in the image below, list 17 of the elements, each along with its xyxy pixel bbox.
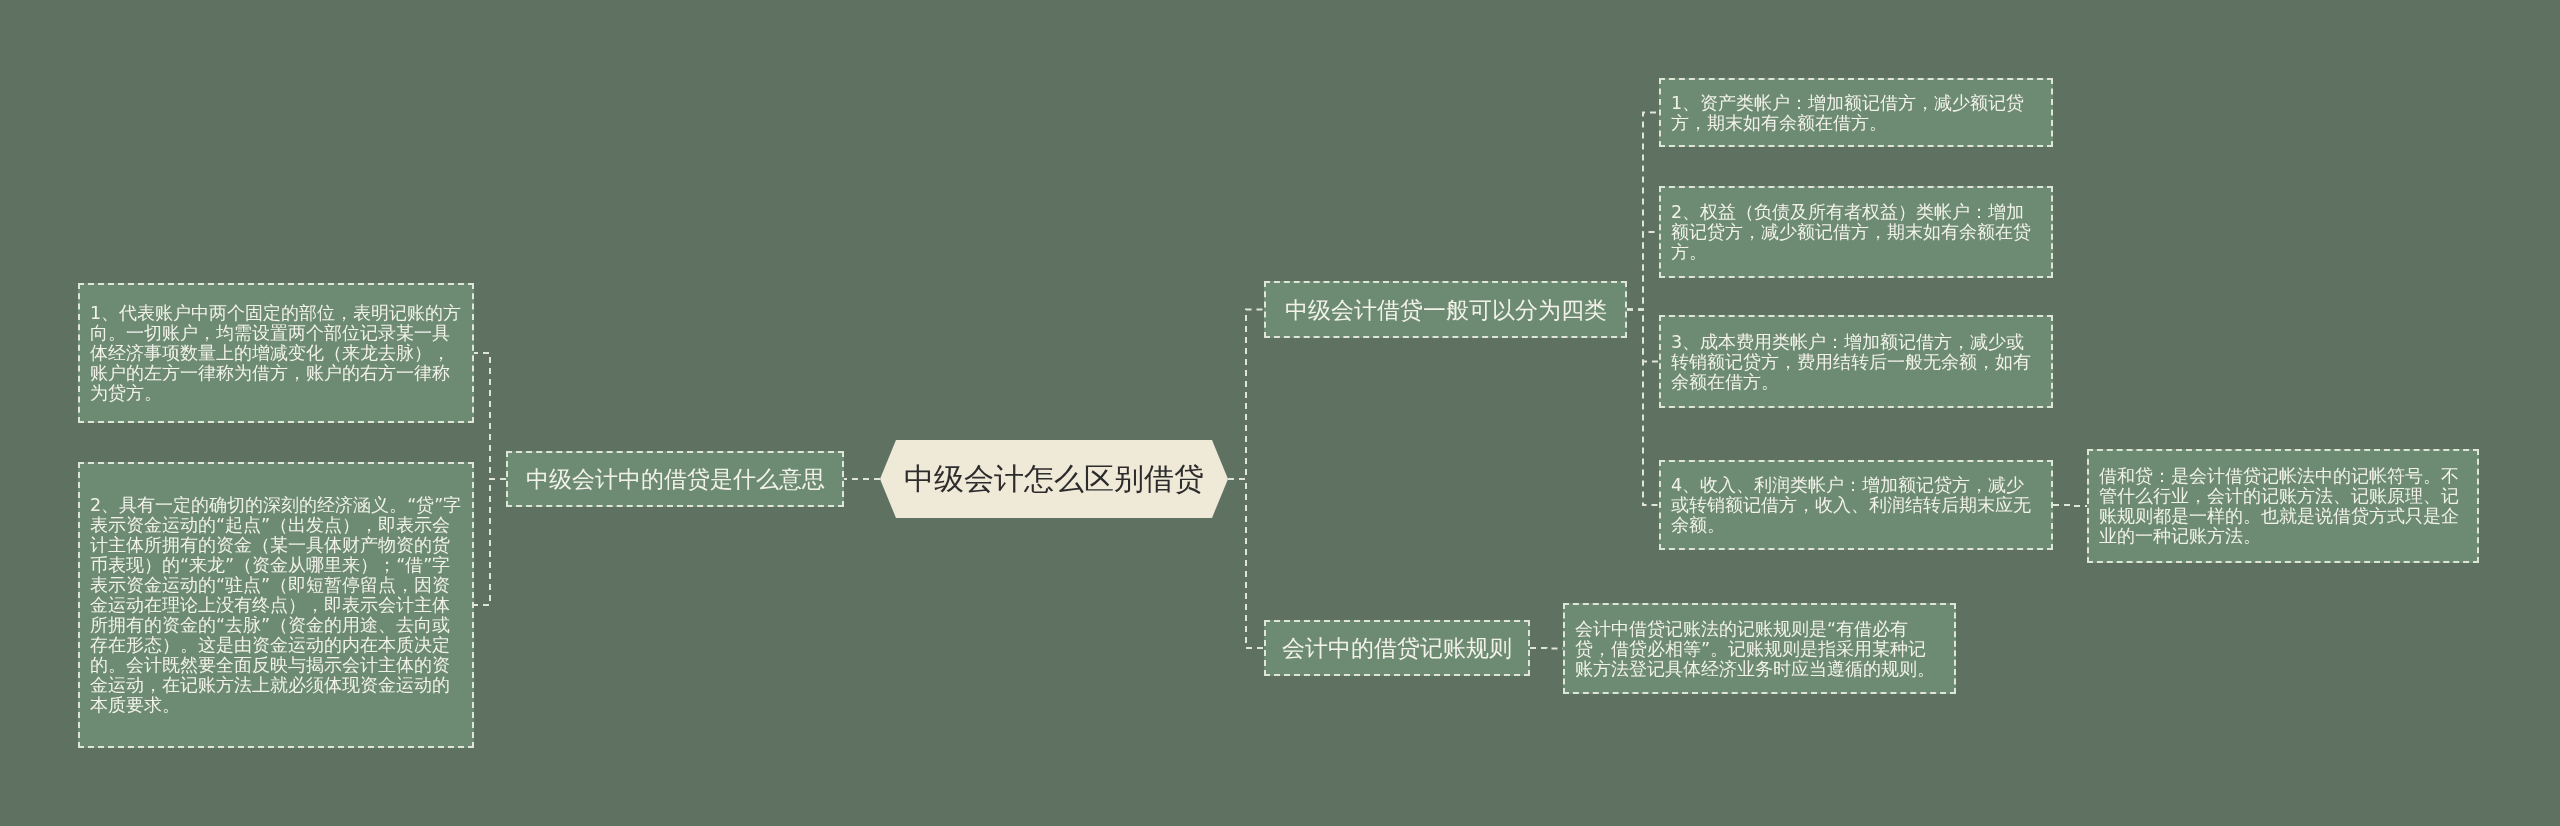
note-box: 2、具有一定的确切的深刻的经济涵义。“贷”字表示资金运动的“起点”（出发点），即表示会计主体所拥有的资金（某一具体财产物资的货币表现）的“来龙”（资金从哪里来）；“借”字表示资金运动的“驻点”（即短暂停留点，因资金运动在理论上没有终点），即表示会计主体所拥有的资金的“去脉”（资金的用途、去向或存在形态）。这是由资金运动的内在本质决定的。会计既然要全面反映与揭示会计主体的资金运动，在记账方法上就必须体现资金运动的本质要求。 bbox=[78, 462, 474, 748]
note-box: 1、代表账户中两个固定的部位，表明记账的方向。一切账户，均需设置两个部位记录某一具体经济事项数量上的增减变化（来龙去脉），账户的左方一律称为借方，账户的右方一律称为贷方。 bbox=[78, 283, 474, 423]
note-box: 4、收入、利润类帐户：增加额记贷方，减少或转销额记借方，收入、利润结转后期末应无余额。 bbox=[1659, 460, 2053, 550]
connector bbox=[2052, 504, 2088, 507]
connector bbox=[1227, 478, 1265, 649]
connector bbox=[1626, 308, 1660, 506]
connector bbox=[473, 478, 507, 606]
note-box: 借和贷：是会计借贷记帐法中的记帐符号。不管什么行业，会计的记账方法、记账原理、记账规则都是一样的。也就是说借贷方式只是企业的一种记账方法。 bbox=[2087, 449, 2479, 563]
topic-box: 中级会计中的借贷是什么意思 bbox=[506, 451, 844, 507]
topic-box: 会计中的借贷记账规则 bbox=[1264, 620, 1530, 676]
connector bbox=[843, 478, 881, 480]
note-box: 1、资产类帐户：增加额记借方，减少额记贷方，期末如有余额在借方。 bbox=[1659, 78, 2053, 147]
note-box: 2、权益（负债及所有者权益）类帐户：增加额记贷方，减少额记借方，期末如有余额在贷方。 bbox=[1659, 186, 2053, 278]
note-box: 会计中借贷记账法的记账规则是“有借必有贷，借贷必相等”。记账规则是指采用某种记账方法登记具体经济业务时应当遵循的规则。 bbox=[1563, 603, 1956, 694]
note-box: 3、成本费用类帐户：增加额记借方，减少或转销额记贷方，费用结转后一般无余额，如有余额在借方。 bbox=[1659, 315, 2053, 408]
root-topic-hexagon: 中级会计怎么区别借贷 bbox=[880, 440, 1228, 518]
topic-box: 中级会计借贷一般可以分为四类 bbox=[1264, 281, 1627, 338]
